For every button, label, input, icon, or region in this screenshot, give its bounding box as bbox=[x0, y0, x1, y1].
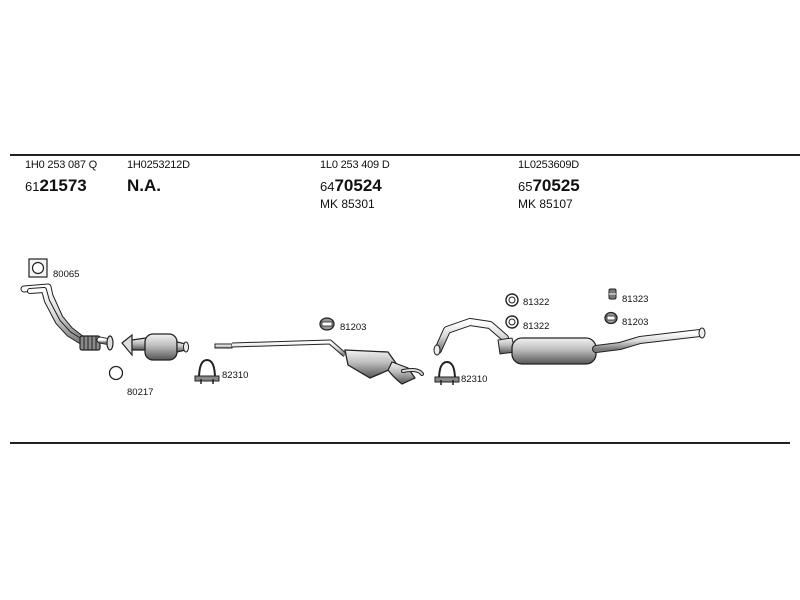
ring-catalyst-icon[interactable] bbox=[108, 365, 124, 381]
part-number-main: 70525 bbox=[532, 176, 580, 195]
oe-number: 1H0 253 087 Q bbox=[25, 159, 98, 171]
rear-silencer-icon[interactable] bbox=[433, 318, 706, 365]
part-number-prefix: 65 bbox=[518, 179, 533, 194]
callout-gasket-front: 80065 bbox=[53, 269, 79, 280]
callout-ring-rear-top: 81322 bbox=[523, 297, 549, 308]
clamp-rear-icon[interactable] bbox=[434, 360, 460, 385]
hanger-middle-icon[interactable] bbox=[319, 317, 335, 331]
part-number: 6570525 bbox=[518, 177, 580, 195]
part-number: 6121573 bbox=[25, 177, 97, 195]
top-divider bbox=[10, 154, 800, 156]
ring-rear-bottom-icon[interactable] bbox=[505, 315, 519, 329]
part-number: 6470524 bbox=[320, 177, 390, 195]
callout-ring-catalyst: 80217 bbox=[127, 387, 153, 398]
hanger-rear-bottom-icon[interactable] bbox=[604, 311, 618, 325]
part-number-main: 70524 bbox=[334, 176, 382, 195]
callout-hanger-rear-bottom: 81203 bbox=[622, 317, 648, 328]
catalyst-icon[interactable] bbox=[121, 333, 189, 361]
ring-rear-top-icon[interactable] bbox=[505, 293, 519, 307]
oe-number: 1H0253212D bbox=[127, 159, 190, 171]
callout-hanger-rear-top: 81323 bbox=[622, 294, 648, 305]
bottom-divider bbox=[10, 442, 790, 444]
callout-clamp-rear: 82310 bbox=[461, 374, 487, 385]
part-front-pipe[interactable]: 1H0 253 087 Q 6121573 bbox=[25, 160, 97, 195]
middle-silencer-icon[interactable] bbox=[214, 339, 424, 385]
part-rear-silencer[interactable]: 1L0253609D 6570525 MK 85107 bbox=[518, 159, 580, 211]
part-number-main: 21573 bbox=[39, 176, 87, 195]
part-number: N.A. bbox=[127, 177, 190, 195]
hanger-rear-top-icon[interactable] bbox=[608, 288, 617, 300]
part-middle-silencer[interactable]: 1L0 253 409 D 6470524 MK 85301 bbox=[320, 159, 390, 211]
callout-clamp-front: 82310 bbox=[222, 370, 248, 381]
callout-ring-rear-bottom: 81322 bbox=[523, 321, 549, 332]
part-number-prefix: 64 bbox=[320, 179, 335, 194]
front-pipe-icon[interactable] bbox=[20, 283, 114, 351]
oe-number: 1L0253609D bbox=[518, 159, 580, 171]
mk-number: MK 85107 bbox=[518, 197, 573, 211]
clamp-front-icon[interactable] bbox=[194, 358, 220, 384]
mk-number: MK 85301 bbox=[320, 197, 375, 211]
part-number-prefix: 61 bbox=[25, 179, 40, 194]
callout-hanger-middle: 81203 bbox=[340, 322, 366, 333]
part-catalyst[interactable]: 1H0253212D N.A. bbox=[127, 160, 190, 195]
part-number-main: N.A. bbox=[127, 176, 161, 195]
gasket-front-icon[interactable] bbox=[28, 258, 48, 278]
oe-number: 1L0 253 409 D bbox=[320, 159, 390, 171]
